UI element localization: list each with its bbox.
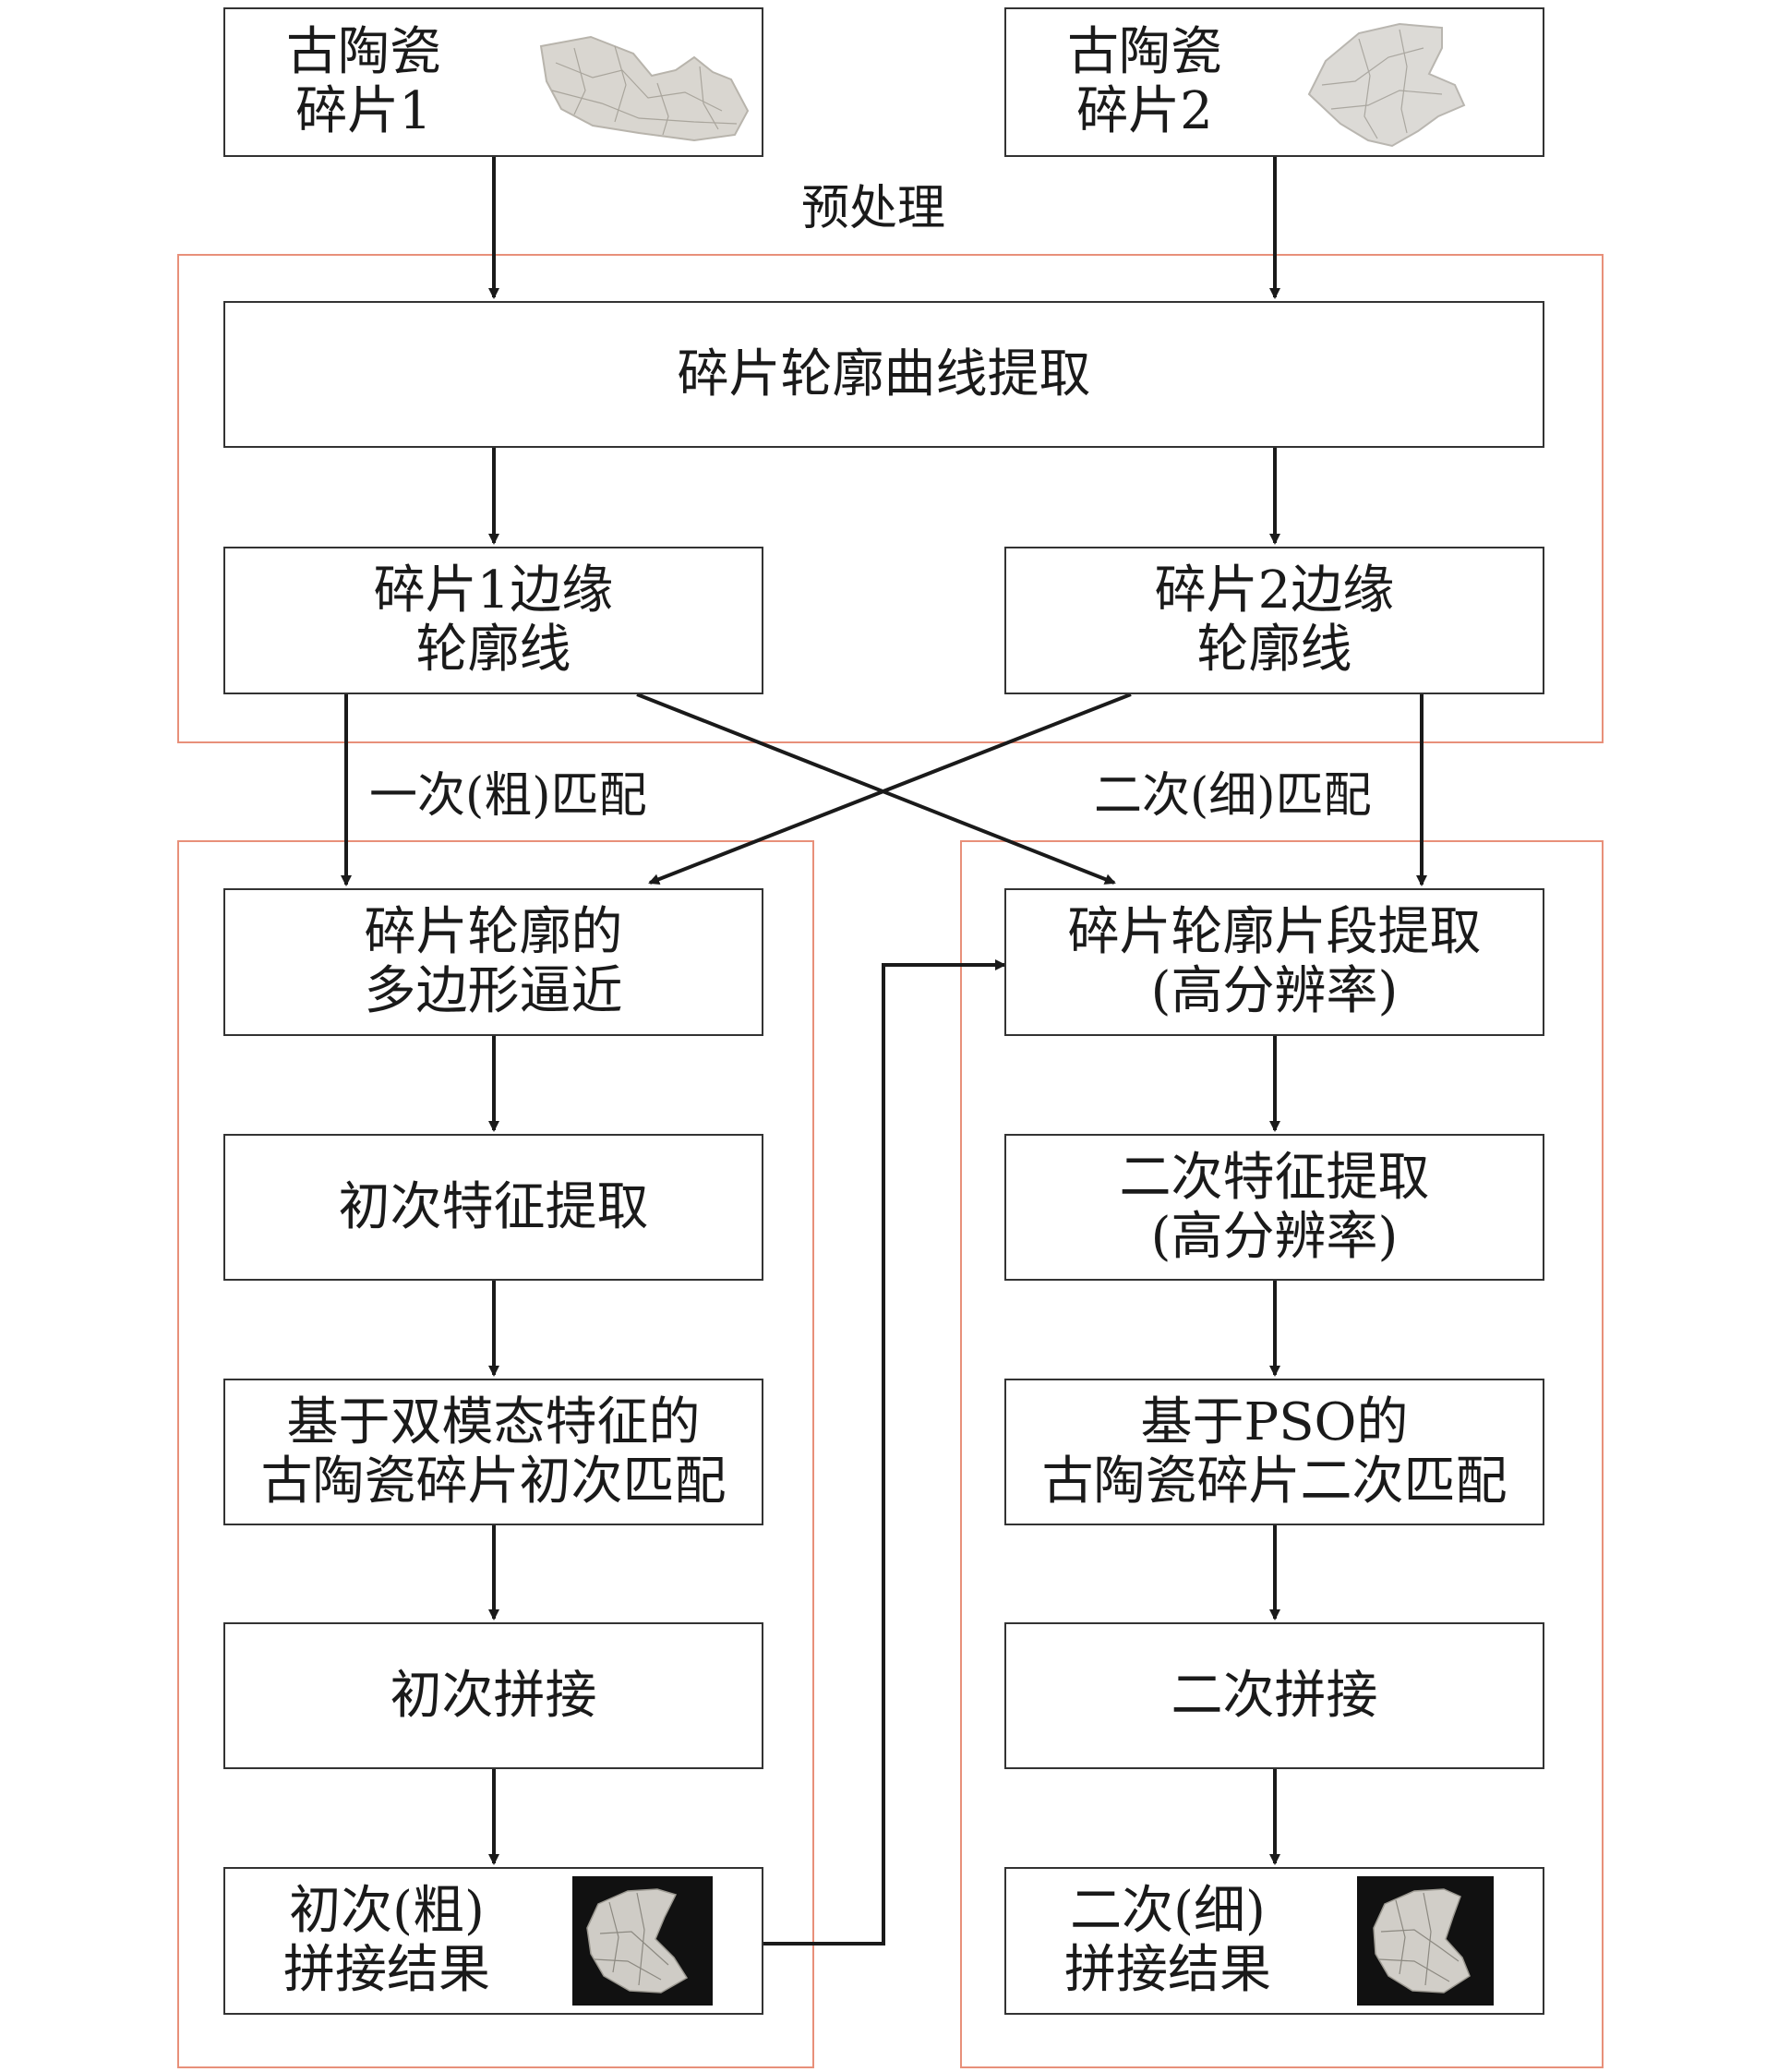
initial-match-line2: 古陶瓷碎片初次匹配 (260, 1451, 727, 1512)
fragment1-image (539, 35, 750, 142)
polygon-approx-line1: 碎片轮廓的 (364, 902, 623, 962)
initial-splice-text: 初次拼接 (390, 1665, 597, 1726)
edge2-line1: 碎片2边缘 (1154, 560, 1395, 620)
contour-extraction-box: 碎片轮廓曲线提取 (223, 301, 1544, 448)
input-fragment1-line2: 碎片1 (295, 81, 432, 141)
coarse-result-box: 初次(粗) 拼接结果 (223, 1867, 763, 2015)
input-fragment2-box: 古陶瓷 碎片2 (1004, 7, 1544, 157)
fragment2-image (1307, 22, 1466, 148)
fine-result-image (1357, 1876, 1494, 2006)
preprocess-label: 预处理 (801, 181, 946, 236)
coarse-match-label: 一次(粗)匹配 (369, 768, 647, 824)
polygon-approx-box: 碎片轮廓的 多边形逼近 (223, 888, 763, 1036)
input-fragment2-line1: 古陶瓷 (1067, 22, 1222, 82)
preprocess-region (177, 254, 1604, 743)
secondary-match-box: 基于PSO的 古陶瓷碎片二次匹配 (1004, 1379, 1544, 1525)
arrow-edge2-to-polygon (648, 693, 1132, 885)
secondary-feature-line1: 二次特征提取 (1119, 1147, 1430, 1208)
initial-match-box: 基于双模态特征的 古陶瓷碎片初次匹配 (223, 1379, 763, 1525)
polygon-approx-line2: 多边形逼近 (364, 961, 623, 1021)
secondary-match-line1: 基于PSO的 (1140, 1391, 1409, 1452)
edge1-line1: 碎片1边缘 (373, 560, 614, 620)
fine-match-region (960, 840, 1604, 2068)
edge1-line2: 轮廓线 (415, 620, 571, 680)
initial-feature-text: 初次特征提取 (338, 1176, 649, 1237)
fine-match-label: 二次(细)匹配 (1094, 768, 1372, 824)
secondary-splice-box: 二次拼接 (1004, 1622, 1544, 1769)
input-fragment2-line2: 碎片2 (1076, 81, 1213, 141)
initial-match-line1: 基于双模态特征的 (286, 1391, 701, 1452)
edge1-box: 碎片1边缘 轮廓线 (223, 547, 763, 694)
fine-result-box: 二次(细) 拼接结果 (1004, 1867, 1544, 2015)
segment-extraction-box: 碎片轮廓片段提取 (高分辨率) (1004, 888, 1544, 1036)
coarse-result-line2: 拼接结果 (283, 1940, 490, 2000)
secondary-feature-line2: (高分辨率) (1150, 1206, 1399, 1267)
contour-extraction-text: 碎片轮廓曲线提取 (677, 343, 1091, 404)
arrow-coarse-result-to-segment (763, 959, 1006, 1946)
segment-extraction-line1: 碎片轮廓片段提取 (1067, 902, 1482, 962)
segment-extraction-line2: (高分辨率) (1150, 961, 1399, 1021)
secondary-feature-box: 二次特征提取 (高分辨率) (1004, 1134, 1544, 1281)
coarse-match-region (177, 840, 814, 2068)
secondary-splice-text: 二次拼接 (1171, 1665, 1378, 1726)
fine-result-line1: 二次(细) (1070, 1881, 1266, 1941)
arrow-edge1-to-segment (636, 693, 1116, 885)
edge2-line2: 轮廓线 (1196, 620, 1352, 680)
input-fragment1-line1: 古陶瓷 (286, 22, 441, 82)
coarse-result-line1: 初次(粗) (289, 1881, 485, 1941)
initial-feature-box: 初次特征提取 (223, 1134, 763, 1281)
input-fragment1-box: 古陶瓷 碎片1 (223, 7, 763, 157)
edge2-box: 碎片2边缘 轮廓线 (1004, 547, 1544, 694)
secondary-match-line2: 古陶瓷碎片二次匹配 (1041, 1451, 1508, 1512)
coarse-result-image (572, 1876, 713, 2006)
initial-splice-box: 初次拼接 (223, 1622, 763, 1769)
fine-result-line2: 拼接结果 (1064, 1940, 1271, 2000)
